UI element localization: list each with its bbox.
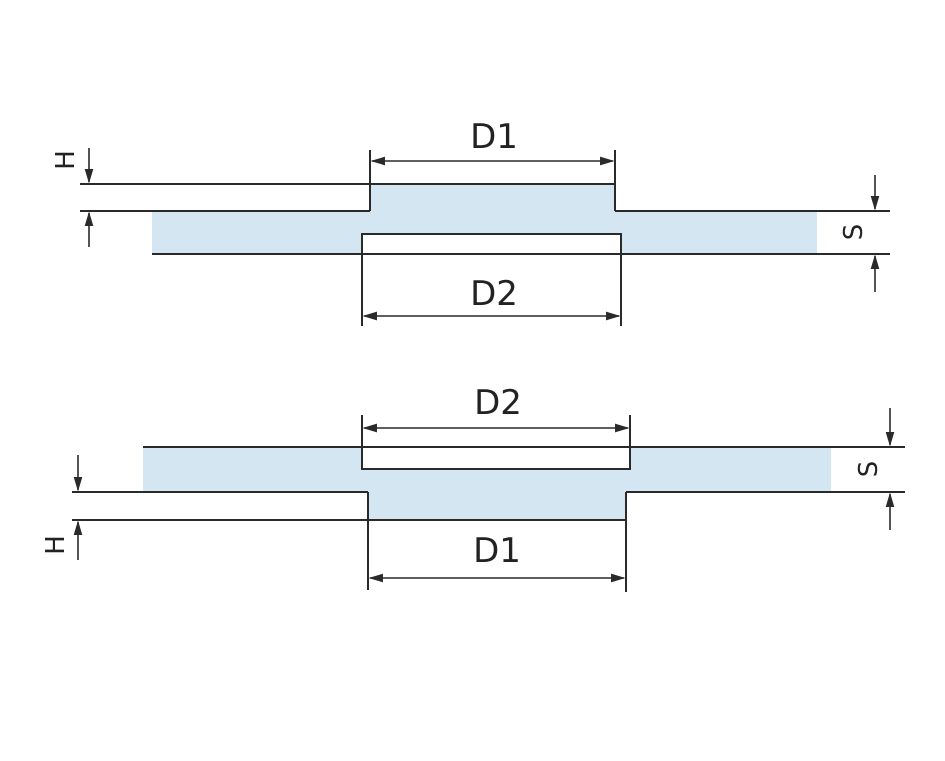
top-recess — [362, 234, 621, 254]
bottom-view: D2 D1 H S — [41, 383, 905, 592]
top-view: D1 D2 H S — [51, 117, 890, 326]
top-s-label: S — [839, 224, 869, 241]
bottom-d1-label: D1 — [473, 531, 521, 571]
top-washer-body — [152, 184, 817, 254]
top-h-label: H — [51, 150, 81, 170]
top-recess-outline — [361, 233, 622, 255]
bottom-d2-label: D2 — [474, 383, 522, 423]
bottom-recess — [362, 447, 630, 469]
bottom-washer-body — [143, 447, 831, 520]
top-d2-label: D2 — [470, 274, 518, 314]
top-d1-label: D1 — [470, 117, 518, 157]
bottom-recess-outline — [361, 446, 631, 470]
bottom-h-label: H — [41, 535, 71, 555]
bottom-s-label: S — [854, 461, 884, 478]
